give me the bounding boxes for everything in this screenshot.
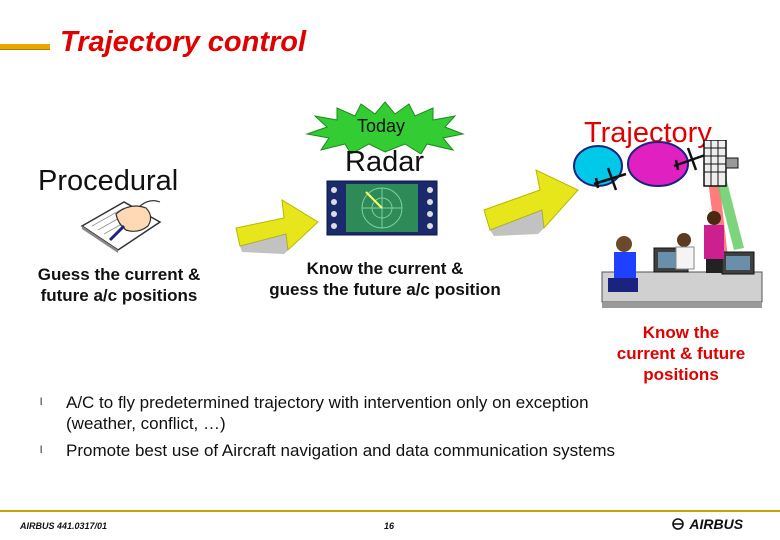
airplane-icon — [673, 147, 709, 171]
today-label: Today — [357, 116, 406, 136]
slide-title: Trajectory control — [60, 26, 307, 58]
writing-hand-icon — [80, 200, 162, 253]
footer-divider — [0, 510, 780, 512]
procedural-description-line: Guess the current & — [37, 265, 201, 284]
trajectory-description: Know the current & future positions — [598, 322, 764, 385]
radar-heading: Radar — [345, 146, 424, 178]
bullet-text-line: Promote best use of Aircraft navigation … — [66, 441, 615, 460]
bullet-text-line: A/C to fly predetermined trajectory with… — [66, 393, 589, 412]
procedural-heading: Procedural — [38, 165, 179, 197]
footer-doc-ref: AIRBUS 441.0317/01 — [20, 521, 108, 531]
bullet-item: l A/C to fly predetermined trajectory wi… — [40, 392, 740, 434]
operators-at-workstations-icon — [601, 211, 763, 308]
radar-screen-icon — [326, 180, 438, 236]
airbus-logo-icon — [672, 518, 684, 530]
right-arrow-icon — [483, 169, 579, 236]
trajectory-description-line: positions — [643, 365, 719, 384]
footer-page-number: 16 — [384, 521, 395, 531]
bullet-glyph: l — [40, 397, 43, 408]
airplane-icon — [593, 167, 627, 191]
bullet-text-line: (weather, conflict, …) — [66, 414, 226, 433]
right-arrow-icon — [235, 199, 319, 254]
trajectory-illustration — [573, 140, 744, 258]
bullet-list: l A/C to fly predetermined trajectory wi… — [40, 392, 740, 467]
bullet-item: l Promote best use of Aircraft navigatio… — [40, 440, 740, 461]
starburst-icon — [305, 101, 465, 154]
procedural-description: Guess the current & future a/c positions — [14, 264, 224, 306]
title-accent-bar — [0, 44, 50, 50]
bullet-glyph: l — [40, 445, 43, 456]
radar-description-line: guess the future a/c position — [269, 280, 501, 299]
radar-description-line: Know the current & — [306, 259, 464, 278]
satellite-icon — [703, 140, 739, 187]
procedural-description-line: future a/c positions — [40, 286, 198, 305]
trajectory-description-line: current & future — [616, 344, 746, 363]
uplink-beam — [716, 170, 744, 250]
footer-brand: AIRBUS — [670, 516, 743, 532]
trajectory-description-line: Know the — [642, 323, 720, 342]
footer-brand-text: AIRBUS — [689, 516, 744, 532]
radar-description: Know the current & guess the future a/c … — [245, 258, 525, 300]
